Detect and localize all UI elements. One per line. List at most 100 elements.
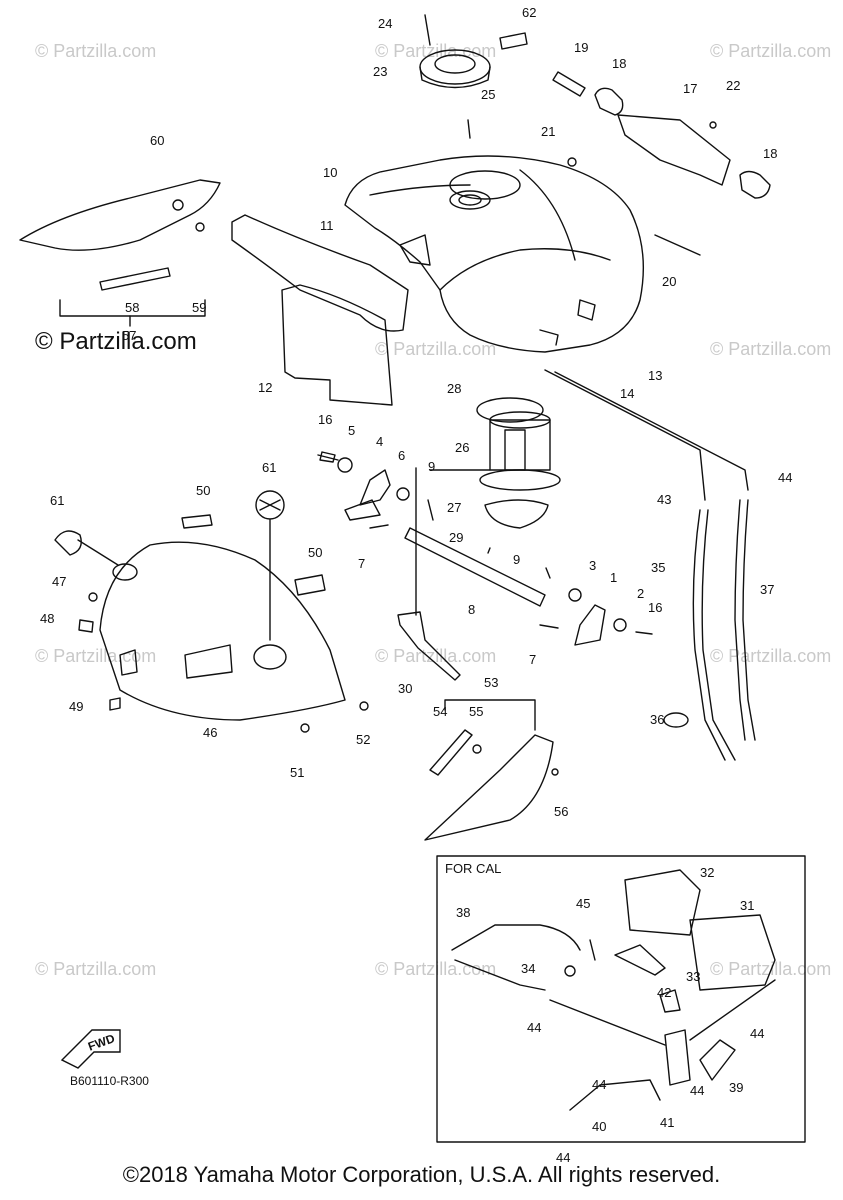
for-cal-box [436, 855, 806, 1143]
callout: 22 [726, 78, 740, 93]
callout: 27 [447, 500, 461, 515]
callout: 41 [660, 1115, 674, 1130]
small-fasteners [78, 514, 369, 733]
watermark: © Partzilla.com [375, 41, 496, 61]
callout: 9 [513, 552, 520, 567]
watermark: © Partzilla.com [35, 959, 156, 979]
callout: 12 [258, 380, 272, 395]
o-ring [476, 397, 544, 423]
callout: 17 [683, 81, 697, 96]
heat-shield-cover [231, 214, 409, 332]
watermark: © Partzilla.com [710, 339, 831, 359]
callout: 11 [320, 218, 334, 233]
callout: 30 [398, 681, 412, 696]
fuel-hose [397, 611, 461, 681]
fwd-label: FWD [86, 1031, 117, 1054]
callout: 42 [657, 985, 671, 1000]
callout: 44 [778, 470, 792, 485]
callout: 37 [760, 582, 774, 597]
callout: 44 [592, 1077, 606, 1092]
callout: 21 [541, 124, 555, 139]
callout: 18 [763, 146, 777, 161]
watermark: © Partzilla.com [710, 41, 831, 61]
callout: 16 [318, 412, 332, 427]
callout: 31 [740, 898, 754, 913]
callout: 52 [356, 732, 370, 747]
insulator-pad [281, 284, 393, 406]
callout: 44 [750, 1026, 764, 1041]
callout-labels: 1 2 3 4 5 6 7 8 9 10 11 12 13 14 16 17 1… [40, 5, 792, 1165]
callout: 29 [449, 530, 463, 545]
callout: 18 [612, 56, 626, 71]
callout: 61 [50, 493, 64, 508]
side-panel [424, 699, 559, 841]
breather-hoses [544, 369, 756, 761]
callout: 54 [433, 704, 447, 719]
callout: 60 [150, 133, 164, 148]
callout: 5 [348, 423, 355, 438]
callout: 48 [40, 611, 54, 626]
callout: 6 [398, 448, 405, 463]
callout: 50 [196, 483, 210, 498]
callout: 19 [574, 40, 588, 55]
watermark: © Partzilla.com [375, 646, 496, 666]
watermark: © Partzilla.com [35, 646, 156, 666]
pump-gasket [484, 499, 549, 529]
callout: 23 [373, 64, 387, 79]
callout: 8 [468, 602, 475, 617]
fuel-tank [344, 155, 644, 353]
for-cal-label: FOR CAL [445, 861, 502, 876]
callout: 49 [69, 699, 83, 714]
callout: 44 [556, 1150, 570, 1165]
callout: 59 [192, 300, 206, 315]
callout: 28 [447, 381, 461, 396]
callout: 33 [686, 969, 700, 984]
fwd-arrow-icon: FWD [60, 1029, 121, 1069]
callout: 61 [262, 460, 276, 475]
callout: 1 [610, 570, 617, 585]
callout: 35 [651, 560, 665, 575]
callout: 3 [589, 558, 596, 573]
callout: 44 [527, 1020, 541, 1035]
callout: 57 [122, 328, 136, 343]
callout: 16 [648, 600, 662, 615]
fuel-cap [419, 14, 491, 89]
callout: 20 [662, 274, 676, 289]
upper-bracket-assembly [552, 71, 771, 199]
partzilla-watermark: © Partzilla.com [35, 328, 197, 355]
support-rod [404, 527, 546, 607]
watermark-layer: © Partzilla.com © Partzilla.com © Partzi… [35, 41, 831, 979]
callout: 55 [469, 704, 483, 719]
bolt [467, 119, 471, 139]
callout: 47 [52, 574, 66, 589]
callout: 44 [690, 1083, 704, 1098]
callout: 7 [529, 652, 536, 667]
tank-mount-parts [319, 451, 551, 579]
drawing-code: B601110-R300 [70, 1074, 149, 1088]
callout: 13 [648, 368, 662, 383]
callout: 2 [637, 586, 644, 601]
callout: 25 [481, 87, 495, 102]
callout: 62 [522, 5, 536, 20]
canister-assembly [451, 869, 776, 1111]
callout: 10 [323, 165, 337, 180]
callout: 26 [455, 440, 469, 455]
callout: 34 [521, 961, 535, 976]
rear-bracket-parts [317, 454, 653, 646]
callout: 24 [378, 16, 392, 31]
callout: 32 [700, 865, 714, 880]
callout: 58 [125, 300, 139, 315]
callout: 53 [484, 675, 498, 690]
label-plate [499, 32, 528, 50]
copyright-footer: ©2018 Yamaha Motor Corporation, U.S.A. A… [122, 1162, 721, 1187]
callout: 7 [358, 556, 365, 571]
tank-cover [54, 490, 346, 721]
callout: 50 [308, 545, 322, 560]
callout: 14 [620, 386, 634, 401]
callout: 38 [456, 905, 470, 920]
callout: 45 [576, 896, 590, 911]
fuel-pump [479, 411, 561, 491]
callout: 39 [729, 1080, 743, 1095]
callout: 36 [650, 712, 664, 727]
